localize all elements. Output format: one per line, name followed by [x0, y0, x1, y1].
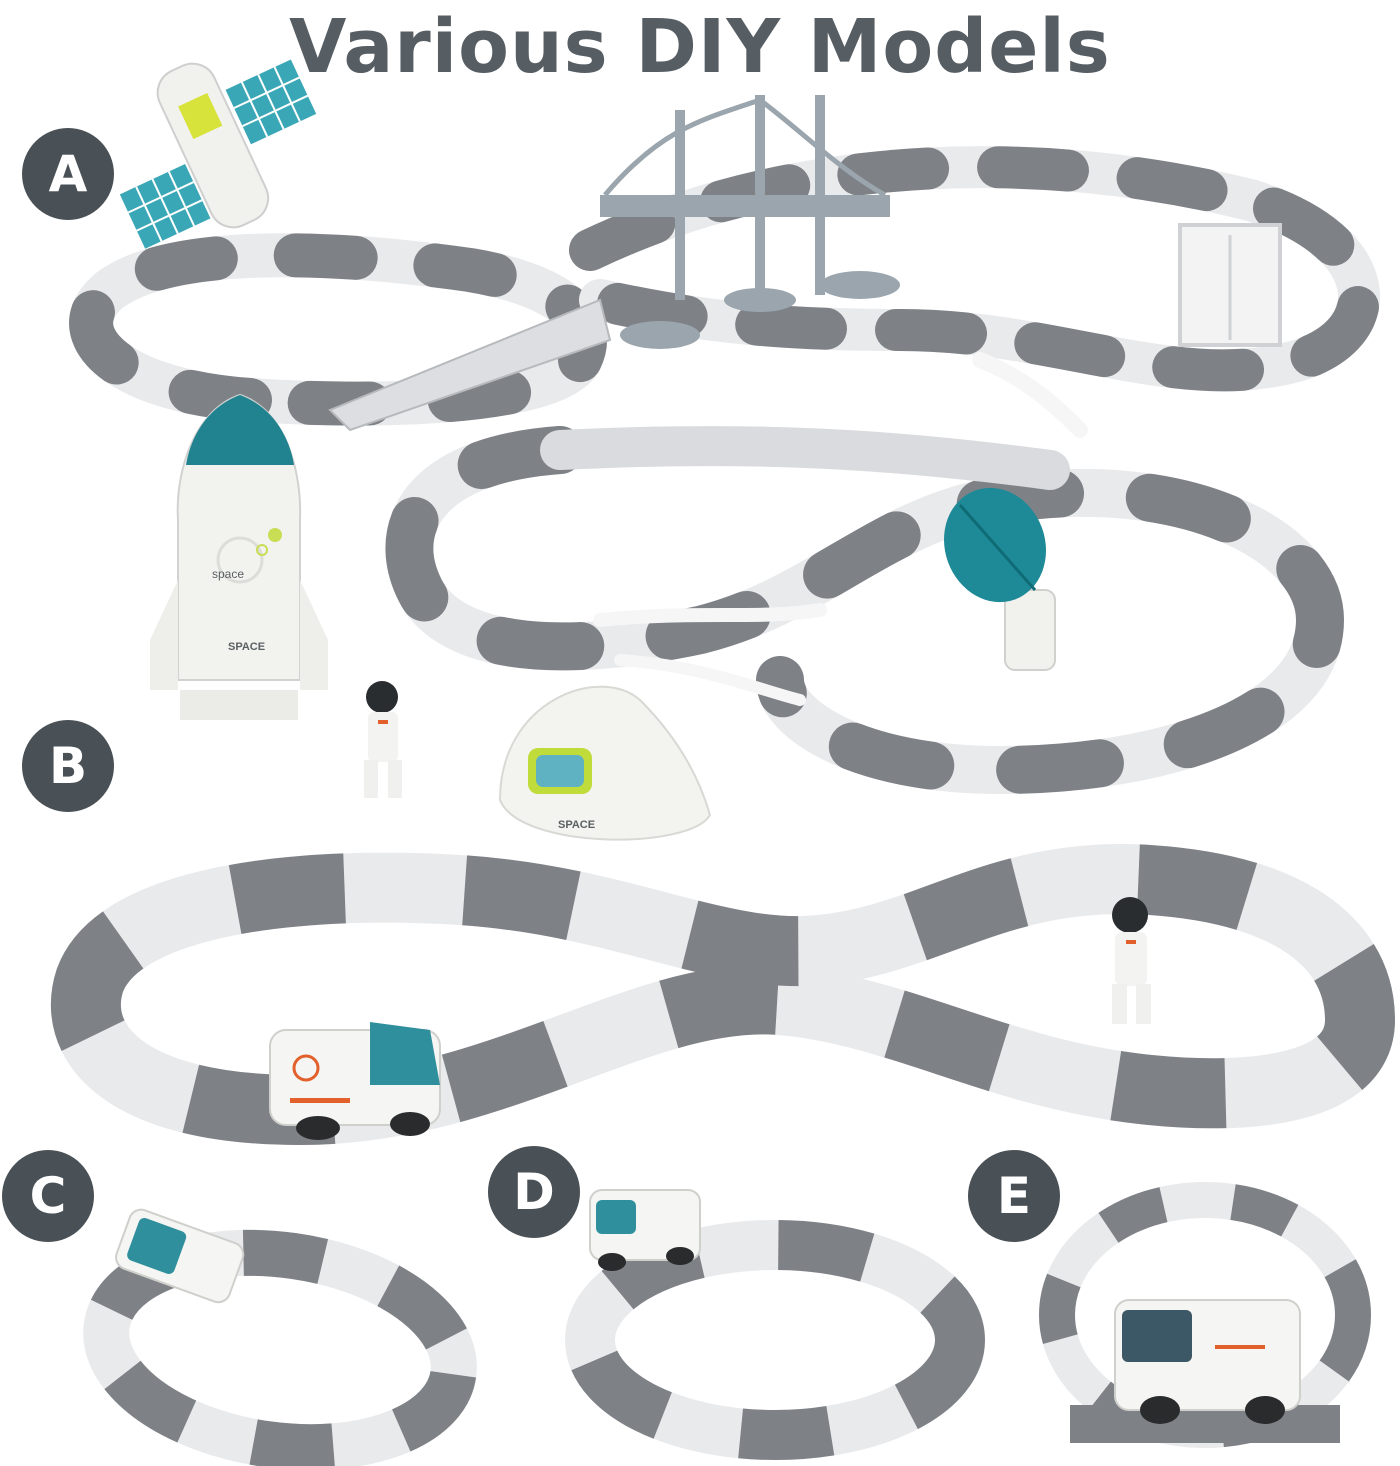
capsule-text: SPACE	[558, 819, 595, 831]
badge-d: D	[488, 1146, 580, 1238]
badge-c: C	[2, 1150, 94, 1242]
rocket-toy	[150, 393, 328, 720]
rocket-logo-text: space	[212, 567, 244, 581]
astronaut-small	[364, 681, 402, 798]
loop-model-d	[565, 1189, 985, 1460]
rover-vehicle-large	[269, 1022, 441, 1140]
satellite-toy	[119, 59, 317, 249]
lower-track-layout	[50, 844, 1396, 1146]
loop-model-e	[1039, 1182, 1371, 1448]
headline: Various DIY Models	[289, 4, 1111, 90]
ramp	[328, 298, 612, 432]
badge-e: E	[968, 1150, 1060, 1242]
capsule-toy	[498, 685, 712, 841]
upper-track-layout	[69, 146, 1380, 795]
suspension-bridge	[600, 95, 900, 349]
loop-model-c	[83, 1208, 477, 1466]
gate-arch	[1178, 223, 1282, 347]
rocket-band-text: SPACE	[228, 641, 265, 653]
badge-a: A	[22, 128, 114, 220]
astronaut-standing	[1112, 897, 1151, 1024]
badge-b: B	[22, 720, 114, 812]
satellite-dish-toy	[943, 487, 1056, 671]
